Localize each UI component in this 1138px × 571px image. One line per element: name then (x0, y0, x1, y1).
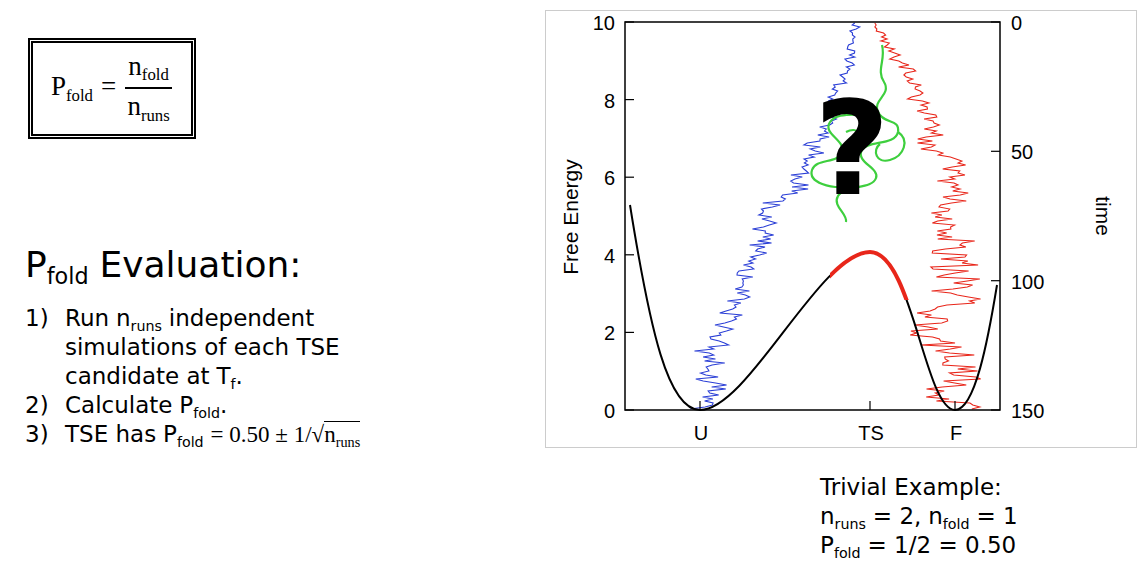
symbol: n (128, 51, 142, 81)
tick-label: 6 (604, 167, 615, 189)
tick-label: 150 (1011, 400, 1044, 422)
text-label: P (179, 392, 193, 418)
symbol: n (127, 91, 141, 121)
subscript: fold (177, 434, 204, 450)
text-line: 1) (25, 305, 49, 331)
text-label: . (220, 392, 227, 418)
text-line: nruns= 2,nfold= 1 (820, 503, 1018, 532)
axis-category: F (950, 422, 962, 444)
text-label: = 1/2 = 0.50 (868, 532, 1017, 558)
text-label: = 2, (873, 503, 922, 529)
text-run: Runnruns independent (65, 305, 314, 331)
text-label: Calculate (65, 392, 172, 418)
unfolding-trajectory (690, 23, 860, 409)
text-run: 2) (25, 392, 49, 418)
axis-category: TS (858, 422, 884, 444)
axis-title: Free Energy (559, 159, 582, 275)
text-line: 3) (25, 421, 49, 447)
tick-label: 0 (1011, 12, 1022, 34)
text-label: TSE has (65, 421, 156, 447)
text-line: TSE has Pfold = 0.50 ± 1/√nruns (65, 421, 360, 450)
text-label: n (116, 305, 131, 331)
transition-state-highlight (830, 205, 910, 300)
symbol: P (51, 71, 66, 101)
text-label: simulations of each TSE (65, 334, 340, 360)
subscript: fold (193, 405, 220, 421)
text-run: Trivial Example: (820, 474, 1002, 500)
tick-label: 4 (604, 245, 615, 267)
numerator: nfold (125, 51, 171, 89)
radical-overline: nruns (324, 421, 360, 449)
question-mark: ? (814, 84, 889, 214)
subscript: runs (141, 106, 170, 125)
subscript: fold (834, 545, 861, 561)
text-run: Calculate Pfold. (65, 392, 227, 418)
tick-label: 100 (1011, 271, 1044, 293)
subscript: fold (943, 516, 970, 532)
free-energy-curve (630, 205, 997, 410)
text-label: . (236, 363, 243, 389)
plot-panel: 1086420Free Energy050100150timeUTSF? (545, 10, 1137, 448)
text-run: 3) (25, 421, 49, 447)
text-line: Runnruns independent (65, 305, 314, 334)
text-label: T (216, 363, 230, 389)
text-run: PfoldEvaluation: (25, 244, 301, 285)
text-run: Pfold = 1/2 = 0.50 (820, 532, 1016, 558)
subscript: runs (336, 434, 361, 450)
text-run: simulations of each TSE (65, 334, 340, 360)
text-label: P (820, 532, 834, 558)
text-label: P (25, 244, 47, 285)
text-label: = 0.50 ± 1/ (211, 422, 312, 447)
subscript: fold (66, 86, 93, 105)
text-label: n (324, 422, 336, 447)
text-run: candidate atTf. (65, 363, 243, 389)
list-number: 2) (25, 392, 49, 418)
text-line: Pfold Evaluation: (25, 244, 301, 290)
text-line: Calculate Pfold. (65, 392, 227, 421)
text-line: simulations of each TSE (65, 334, 340, 360)
trajectories (690, 23, 981, 409)
plot-frame (625, 22, 1000, 410)
tick-label: 2 (604, 322, 615, 344)
text-label: Run (65, 305, 109, 331)
list-number: 1) (25, 305, 49, 331)
text-label: independent (169, 305, 314, 331)
tick-label: 0 (604, 400, 615, 422)
protein-structure (812, 45, 905, 222)
text-label: n (928, 503, 943, 529)
equals-sign: = (101, 71, 116, 101)
text-label: Evaluation: (99, 244, 301, 285)
text-line: 2) (25, 392, 49, 418)
folding-trajectory (875, 23, 981, 409)
tick-label: 50 (1011, 141, 1033, 163)
axis-ticks (625, 22, 1000, 410)
text-run: nruns= 2,nfold= 1 (820, 503, 1018, 529)
formula-box: Pfold=nfoldnruns (28, 38, 196, 139)
text-label: √ (312, 422, 325, 447)
text-run: 1) (25, 305, 49, 331)
list-number: 3) (25, 421, 49, 447)
text-run: TSE has Pfold = 0.50 ± 1/√ (65, 421, 324, 447)
subscript: f (231, 376, 236, 392)
formula-left: Pfold = (51, 71, 124, 105)
text-line: Trivial Example: (820, 474, 1002, 500)
tick-label: 8 (604, 90, 615, 112)
text-label: = 1 (976, 503, 1017, 529)
subscript: fold (47, 263, 89, 289)
text-line: Pfold = 1/2 = 0.50 (820, 532, 1016, 561)
tick-label: 10 (593, 12, 615, 34)
text-label: P (163, 421, 177, 447)
subscript: runs (131, 318, 162, 334)
text-line: candidate atTf. (65, 363, 243, 392)
text-label: Trivial Example: (820, 474, 1002, 500)
text-label: n (820, 503, 835, 529)
subscript: runs (835, 516, 866, 532)
denominator: nruns (124, 89, 172, 125)
subscript: fold (142, 65, 169, 84)
axis-title: time (1091, 196, 1114, 236)
fraction: nfoldnruns (124, 51, 172, 126)
axis-category: U (694, 422, 708, 444)
text-label: candidate at (65, 363, 210, 389)
